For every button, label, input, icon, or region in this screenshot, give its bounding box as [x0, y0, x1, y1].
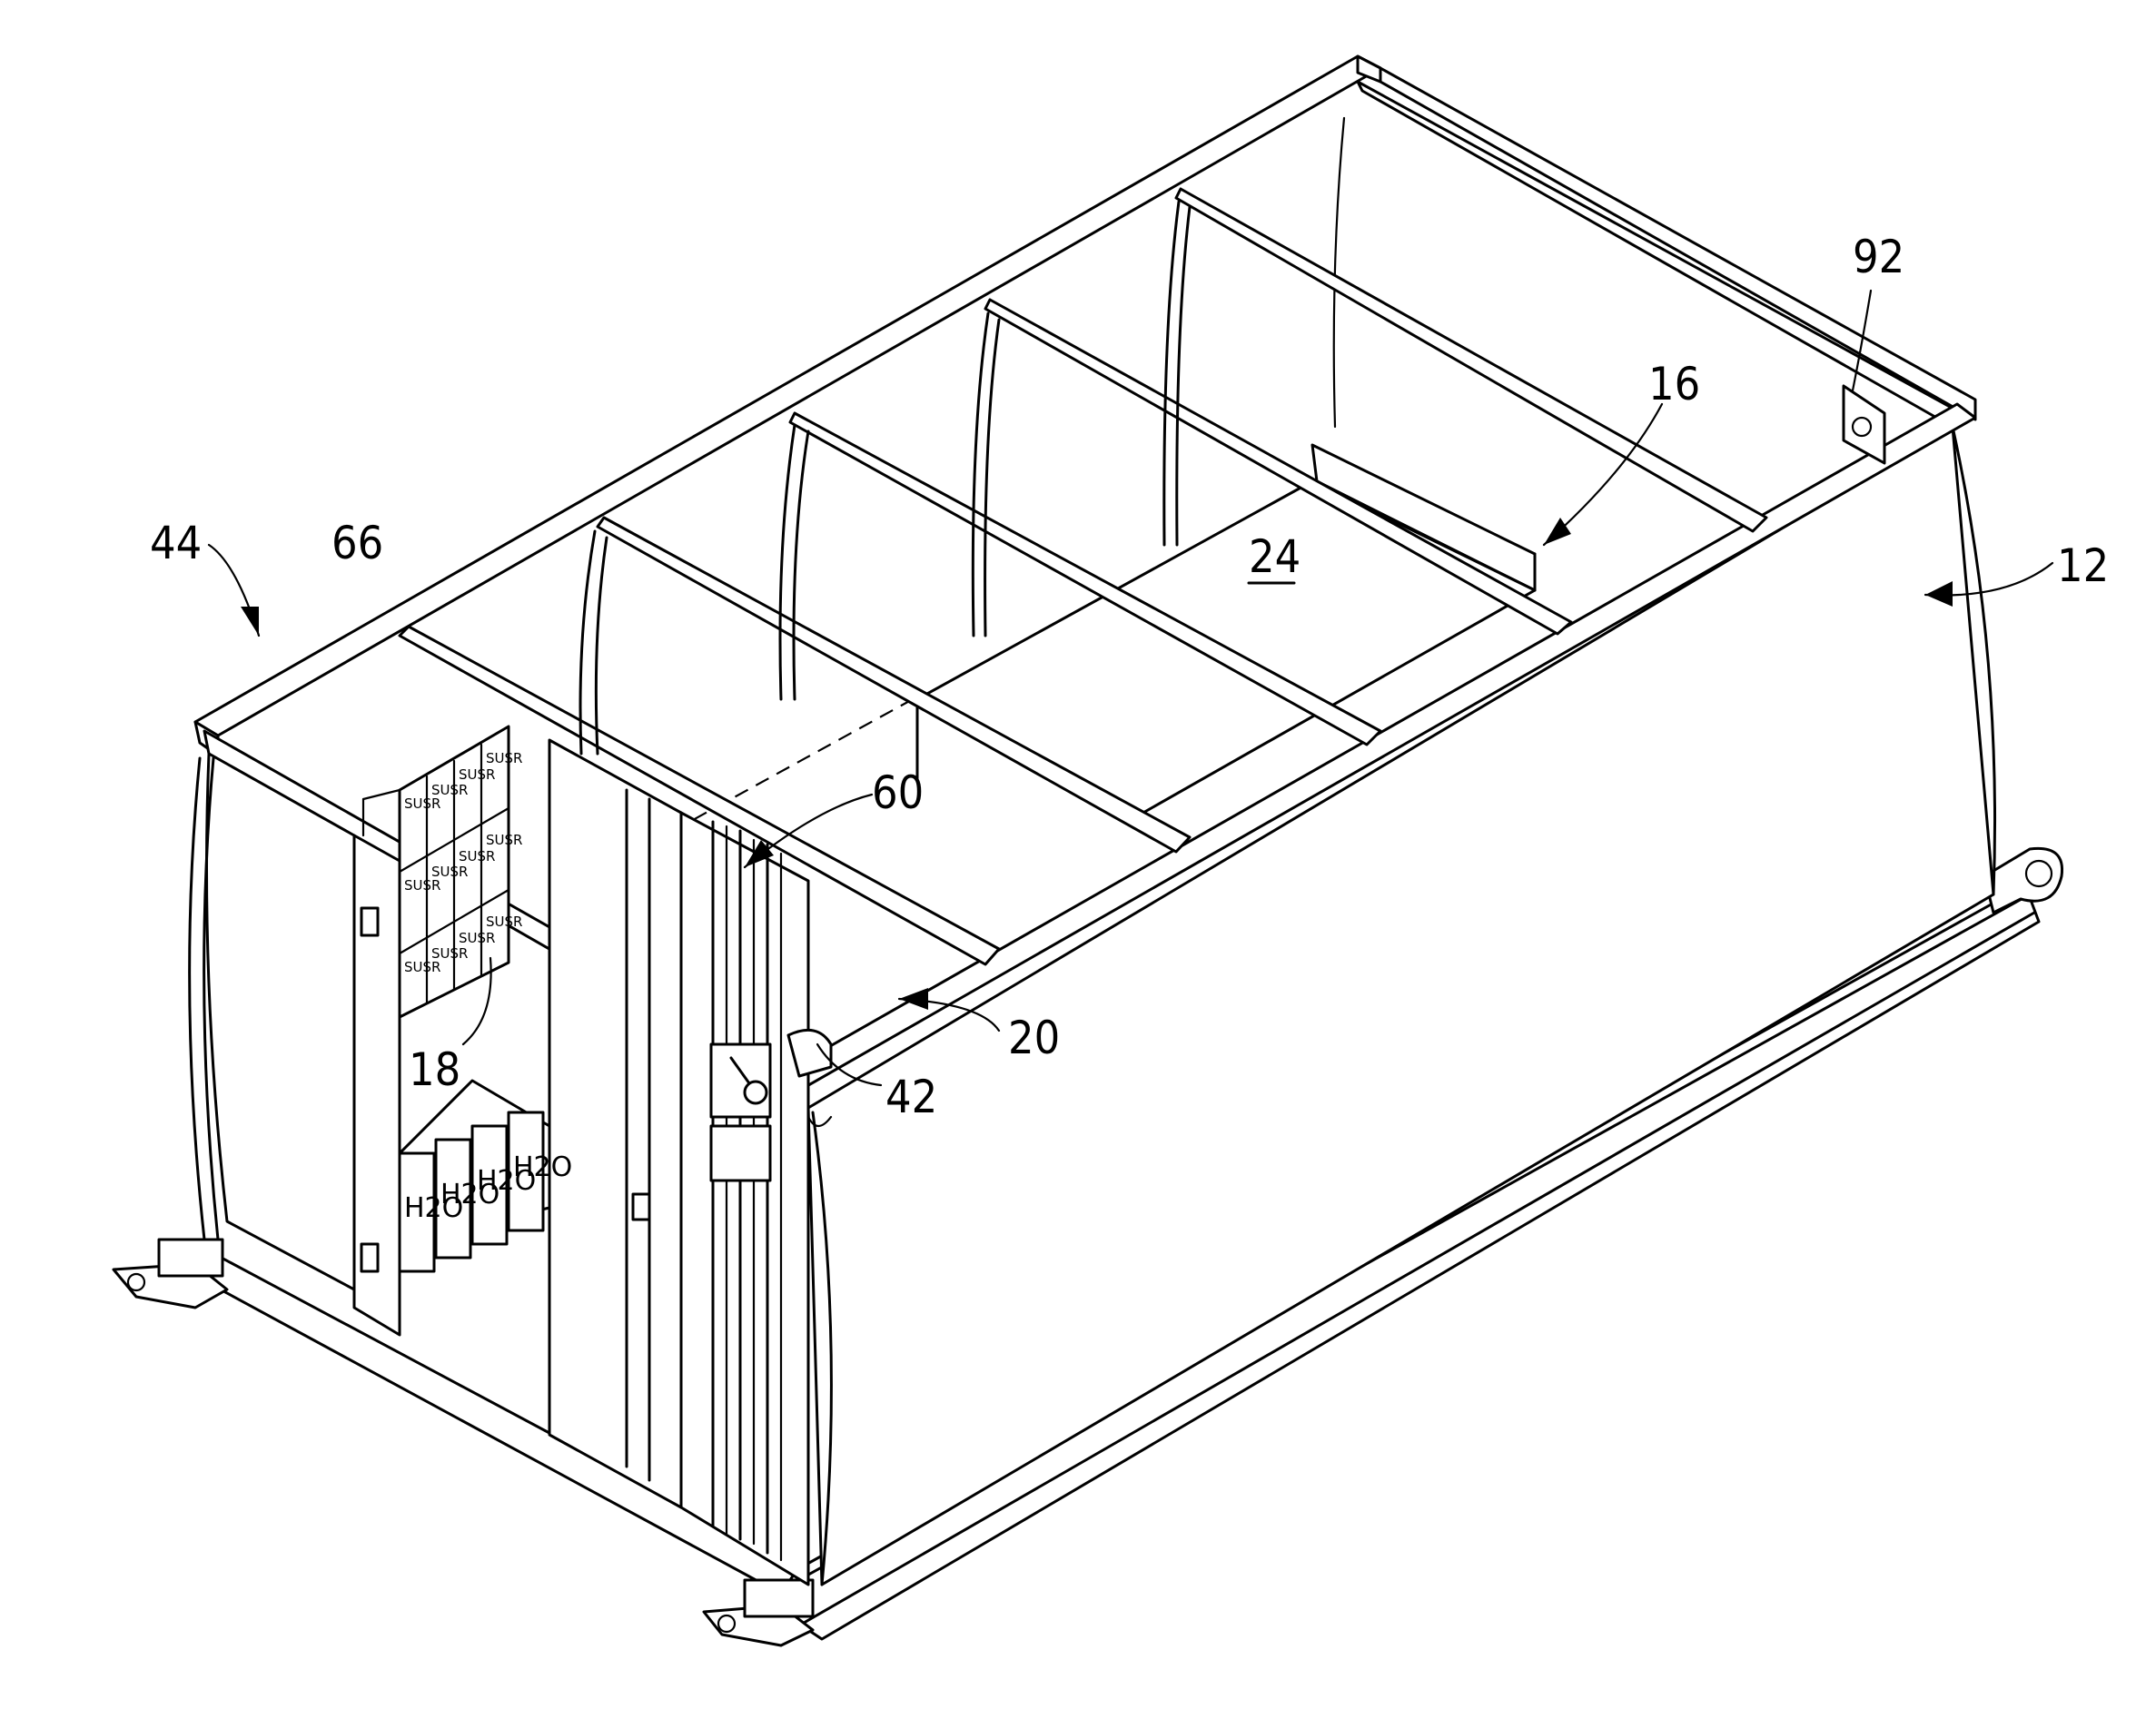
shelf-label: SUSR: [486, 832, 522, 848]
rear-lug-92: [1844, 386, 1884, 463]
ref-16: 16: [1648, 358, 1700, 410]
shelf-label: SUSR: [431, 864, 468, 880]
shelf-label: SUSR: [459, 848, 495, 864]
shelf-label: SUSR: [431, 945, 468, 962]
ref-24: 24: [1249, 530, 1301, 583]
ref-18: 18: [409, 1043, 460, 1096]
ref-12: 12: [2057, 539, 2109, 592]
ref-44: 44: [150, 517, 202, 569]
shelf-label: SUSR: [459, 930, 495, 946]
water-containers: H2O H2O H2O H2O: [400, 1081, 572, 1271]
shelf-label: SUSR: [431, 782, 468, 798]
shelf-label: SUSR: [486, 750, 522, 766]
ref-42: 42: [885, 1071, 937, 1123]
shelf-label: SUSR: [486, 914, 522, 930]
ref-20: 20: [1008, 1012, 1060, 1064]
ref-60: 60: [872, 766, 924, 819]
ref-66: 66: [331, 517, 383, 569]
water-label: H2O: [513, 1151, 572, 1183]
shelf-label: SUSR: [459, 766, 495, 783]
ref-92: 92: [1853, 231, 1904, 283]
